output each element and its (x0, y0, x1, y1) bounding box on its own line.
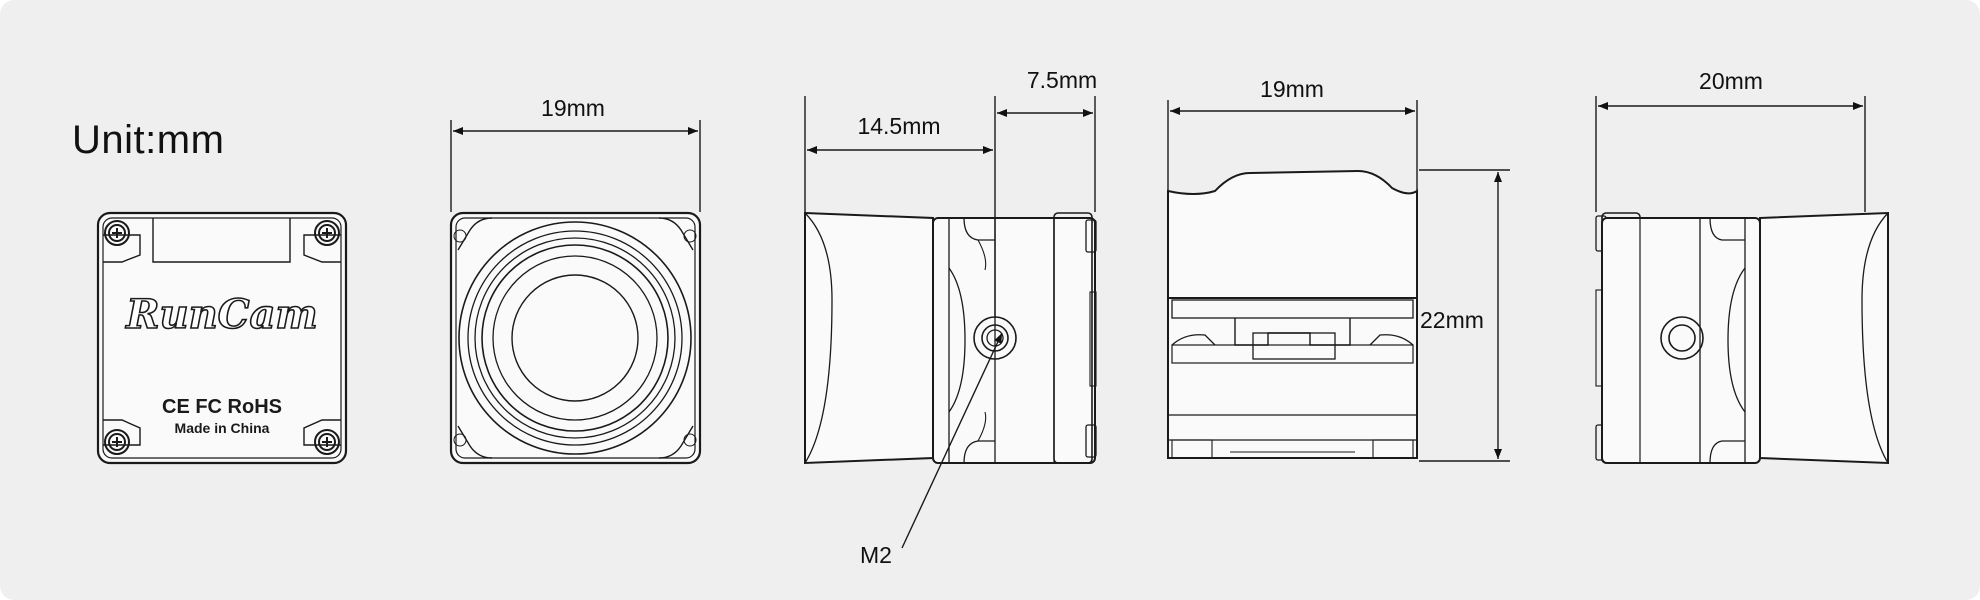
back-view (96, 211, 348, 465)
unit-label: Unit:mm (72, 118, 225, 162)
brand-logo: RunCam (125, 291, 317, 338)
top-width-label: 19mm (1260, 76, 1324, 102)
top-height-label: 22mm (1420, 307, 1484, 333)
side-view-right (1595, 211, 1889, 465)
side-view (804, 211, 1097, 465)
screw-icon (103, 419, 141, 455)
certification-marks: CE FC RoHS (162, 396, 282, 418)
hole-leader-line (901, 332, 1003, 549)
lens-depth-label: 7.5mm (1027, 67, 1097, 93)
top-view (1167, 169, 1418, 459)
side-depth-dimension (804, 96, 1096, 318)
top-height-dimension (1419, 169, 1510, 462)
right-width-label: 20mm (1699, 68, 1763, 94)
right-width-dimension (1595, 96, 1866, 212)
front-width-label: 19mm (541, 95, 605, 121)
hole-label: M2 (860, 542, 892, 568)
front-width-dimension (450, 120, 701, 212)
side-depth-label: 14.5mm (857, 113, 940, 139)
made-in-label: Made in China (175, 420, 270, 436)
top-width-dimension (1167, 100, 1418, 190)
front-view (449, 211, 702, 465)
screw-icon (103, 220, 141, 263)
screw-icon (303, 220, 341, 263)
screw-icon (303, 419, 341, 455)
